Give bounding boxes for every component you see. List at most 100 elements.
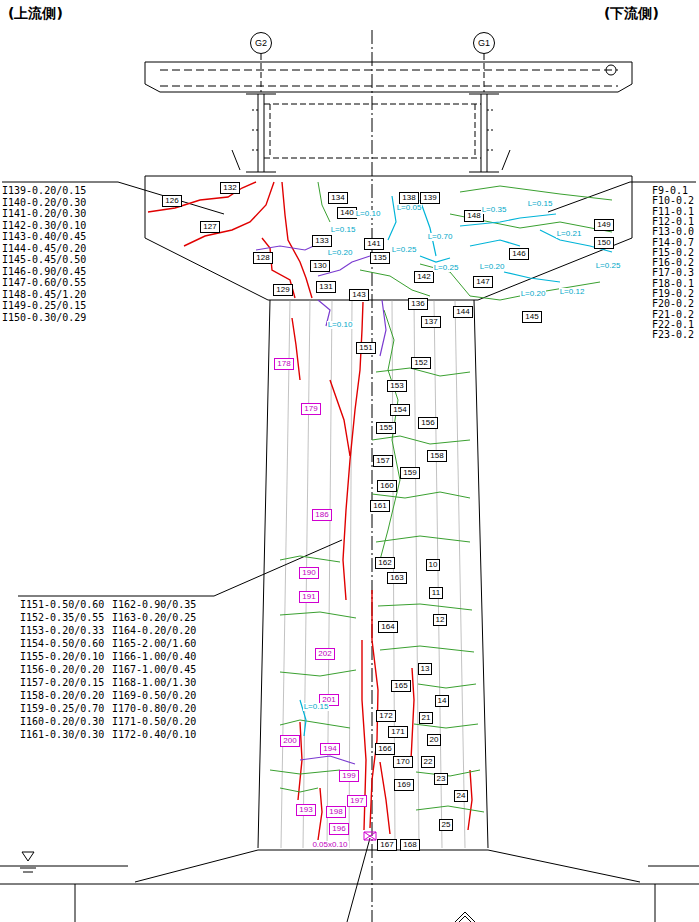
crack	[414, 724, 478, 728]
callout-number: 145	[522, 311, 541, 323]
crack-length: L=0.25	[595, 262, 622, 270]
crack-width-note: I151-0.50/0.60	[20, 600, 104, 610]
crack	[280, 556, 340, 562]
crack-length: L=0.25	[433, 264, 460, 272]
crack-width-note: F23-0.2	[652, 330, 694, 340]
callout-number: 198	[326, 806, 345, 818]
repair-mark	[364, 832, 376, 840]
callout-number: 157	[373, 455, 392, 467]
crack-length: L=0.15	[303, 703, 330, 711]
callout-number: 194	[320, 743, 339, 755]
girder	[469, 94, 499, 172]
crack	[280, 788, 318, 792]
callout-number: 134	[328, 192, 347, 204]
callout-number: 20	[427, 734, 442, 746]
crack	[468, 770, 472, 830]
crack	[370, 590, 378, 828]
crack-length: L=0.10	[355, 210, 382, 218]
crack	[376, 368, 470, 376]
callout-number: 193	[296, 804, 315, 816]
crack-length: L=0.05	[396, 204, 423, 212]
crack	[282, 182, 312, 298]
callout-number: 11	[429, 587, 443, 599]
callout-number: 138	[399, 192, 418, 204]
crack	[184, 182, 274, 246]
callout-number: 164	[378, 621, 397, 633]
callout-number: 150	[594, 237, 613, 249]
crack	[418, 684, 476, 688]
crack-width-note: F21-0.2	[652, 310, 694, 320]
callout-number: 144	[453, 306, 472, 318]
girder-mark: G2	[250, 32, 272, 54]
callout-number: 170	[393, 756, 412, 768]
callout-number: 14	[435, 695, 450, 707]
footing	[0, 884, 699, 922]
crack-width-note: I164-0.20/0.20	[112, 626, 196, 636]
crack-width-note: I158-0.20/0.20	[20, 691, 104, 701]
leader-line	[18, 540, 342, 596]
crack-length: L=0.25	[391, 246, 418, 254]
crack-width-note: I147-0.60/0.55	[2, 278, 86, 288]
girder-name: G2	[255, 39, 267, 48]
crack-width-note: I146-0.90/0.45	[2, 267, 86, 277]
callout-number: 169	[394, 779, 413, 791]
callout-number: 153	[387, 380, 406, 392]
crack-length: L=0.10	[327, 321, 354, 329]
crack	[270, 770, 340, 774]
crack-width-note: I171-0.50/0.20	[112, 717, 196, 727]
crack-width-note: I145-0.45/0.50	[2, 255, 86, 265]
crack-width-note: I150-0.30/0.29	[2, 313, 86, 323]
callout-number: 24	[454, 790, 469, 802]
column-face-line	[281, 300, 465, 848]
crack-width-note: I157-0.20/0.15	[20, 678, 104, 688]
crack-width-note: I172-0.40/0.10	[112, 730, 196, 740]
callout-number: 25	[439, 819, 454, 831]
callout-number: 160	[377, 480, 396, 492]
crack-width-note: F20-0.2	[652, 299, 694, 309]
crack	[376, 536, 470, 542]
crack	[298, 722, 302, 800]
callout-number: 162	[375, 557, 394, 569]
crack	[378, 604, 472, 610]
crack	[280, 720, 350, 728]
side-heading: (下流側)	[604, 6, 659, 20]
callout-number: 168	[400, 839, 419, 851]
crack-width-note: I160-0.20/0.30	[20, 717, 104, 727]
bearing	[232, 150, 510, 170]
crack-length: L=0.15	[527, 200, 554, 208]
crack-width-note: I144-0.45/0.20	[2, 244, 86, 254]
crack	[256, 244, 318, 250]
callout-number: 23	[434, 773, 449, 785]
leader-line	[347, 838, 370, 922]
crack-width-note: I163-0.20/0.25	[112, 613, 196, 623]
crack-width-note: I155-0.20/0.10	[20, 652, 104, 662]
callout-number: 137	[421, 316, 440, 328]
callout-number: 165	[391, 680, 410, 692]
girder	[246, 94, 276, 172]
callout-number: 146	[509, 248, 528, 260]
callout-number: 179	[301, 403, 320, 415]
crack-width-note: I142-0.30/0.10	[2, 221, 86, 231]
crack	[420, 256, 450, 262]
callout-number: 128	[253, 252, 272, 264]
callout-number: 172	[376, 710, 395, 722]
crack	[380, 646, 474, 652]
crack	[280, 670, 356, 676]
crack	[388, 196, 396, 240]
crack	[148, 182, 256, 212]
callout-number: 143	[349, 289, 368, 301]
stiffener	[252, 110, 493, 150]
callout-number: 191	[299, 591, 318, 603]
survey-mark	[606, 65, 616, 75]
callout-number: 166	[375, 743, 394, 755]
crack	[380, 762, 390, 834]
pier-column	[258, 300, 488, 848]
crack-width-note: I170-0.80/0.20	[112, 704, 196, 714]
girder-mark: G1	[473, 32, 495, 54]
side-heading: (上流側)	[8, 6, 63, 20]
callout-number: 190	[299, 567, 318, 579]
callout-number: 149	[594, 219, 613, 231]
water-line	[0, 866, 699, 867]
crack-length: L=0.35	[481, 206, 508, 214]
callout-number: 132	[220, 182, 239, 194]
